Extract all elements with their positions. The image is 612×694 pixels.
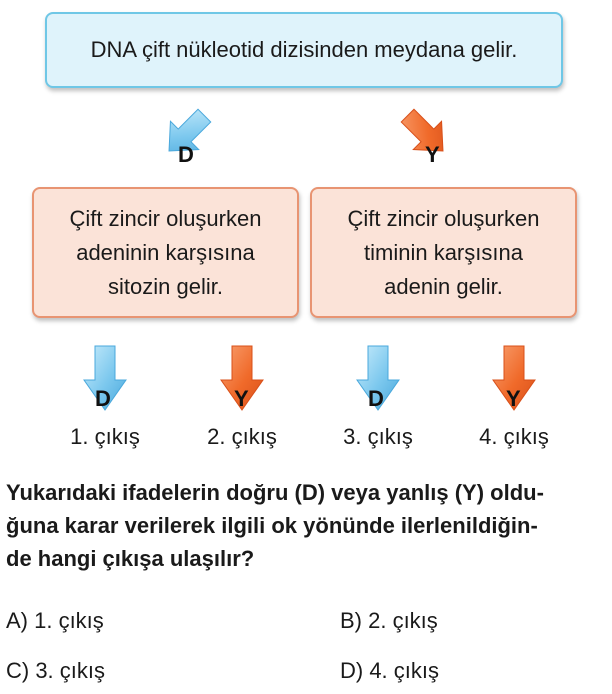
exit-3-label: 3. çıkış bbox=[343, 424, 413, 449]
option-b[interactable]: B) 2. çıkış bbox=[340, 608, 438, 633]
arrow-down-4-letter: Y bbox=[506, 386, 521, 411]
question-line-3: de hangi çıkışa ulaşılır? bbox=[6, 546, 255, 571]
arrow-down-true-3-icon: D bbox=[356, 345, 400, 411]
arrow-true-letter: D bbox=[178, 142, 194, 167]
statement-right-line-3: adenin gelir. bbox=[384, 273, 503, 299]
arrow-false-letter: Y bbox=[425, 142, 440, 167]
statement-dna: DNA çift nükleotid dizisinden meydana ge… bbox=[45, 12, 563, 88]
exit-2-label: 2. çıkış bbox=[207, 424, 277, 449]
question-line-1: Yukarıdaki ifadelerin doğru (D) veya yan… bbox=[6, 480, 544, 505]
arrow-down-3-letter: D bbox=[368, 386, 384, 411]
option-d[interactable]: D) 4. çıkış bbox=[340, 658, 440, 683]
arrow-down-false-2-icon: Y bbox=[220, 345, 264, 411]
statement-right-line-1: Çift zincir oluşurken bbox=[347, 205, 540, 231]
arrow-down-1-letter: D bbox=[95, 386, 111, 411]
statement-left-line-3: sitozin gelir. bbox=[108, 273, 223, 299]
question-text: Yukarıdaki ifadelerin doğru (D) veya yan… bbox=[6, 476, 606, 575]
statement-thymine-adenine: Çift zincir oluşurken timinin karşısına … bbox=[310, 187, 577, 318]
arrow-true-icon: D bbox=[168, 108, 212, 167]
arrow-down-2-letter: Y bbox=[234, 386, 249, 411]
arrow-down-false-4-icon: Y bbox=[492, 345, 536, 411]
option-a[interactable]: A) 1. çıkış bbox=[6, 608, 104, 633]
statement-dna-text: DNA çift nükleotid dizisinden meydana ge… bbox=[90, 37, 518, 62]
statement-left-line-1: Çift zincir oluşurken bbox=[69, 205, 262, 231]
exit-1-label: 1. çıkış bbox=[70, 424, 140, 449]
statement-right-line-2: timinin karşısına bbox=[364, 239, 523, 265]
statement-left-line-2: adeninin karşısına bbox=[76, 239, 255, 265]
question-line-2: ğuna karar verilerek ilgili ok yönünde i… bbox=[6, 513, 538, 538]
statement-adenine-cytosine: Çift zincir oluşurken adeninin karşısına… bbox=[32, 187, 299, 318]
arrow-down-true-1-icon: D bbox=[83, 345, 127, 411]
option-c[interactable]: C) 3. çıkış bbox=[6, 658, 106, 683]
exit-4-label: 4. çıkış bbox=[479, 424, 549, 449]
arrow-false-icon: Y bbox=[400, 108, 444, 167]
